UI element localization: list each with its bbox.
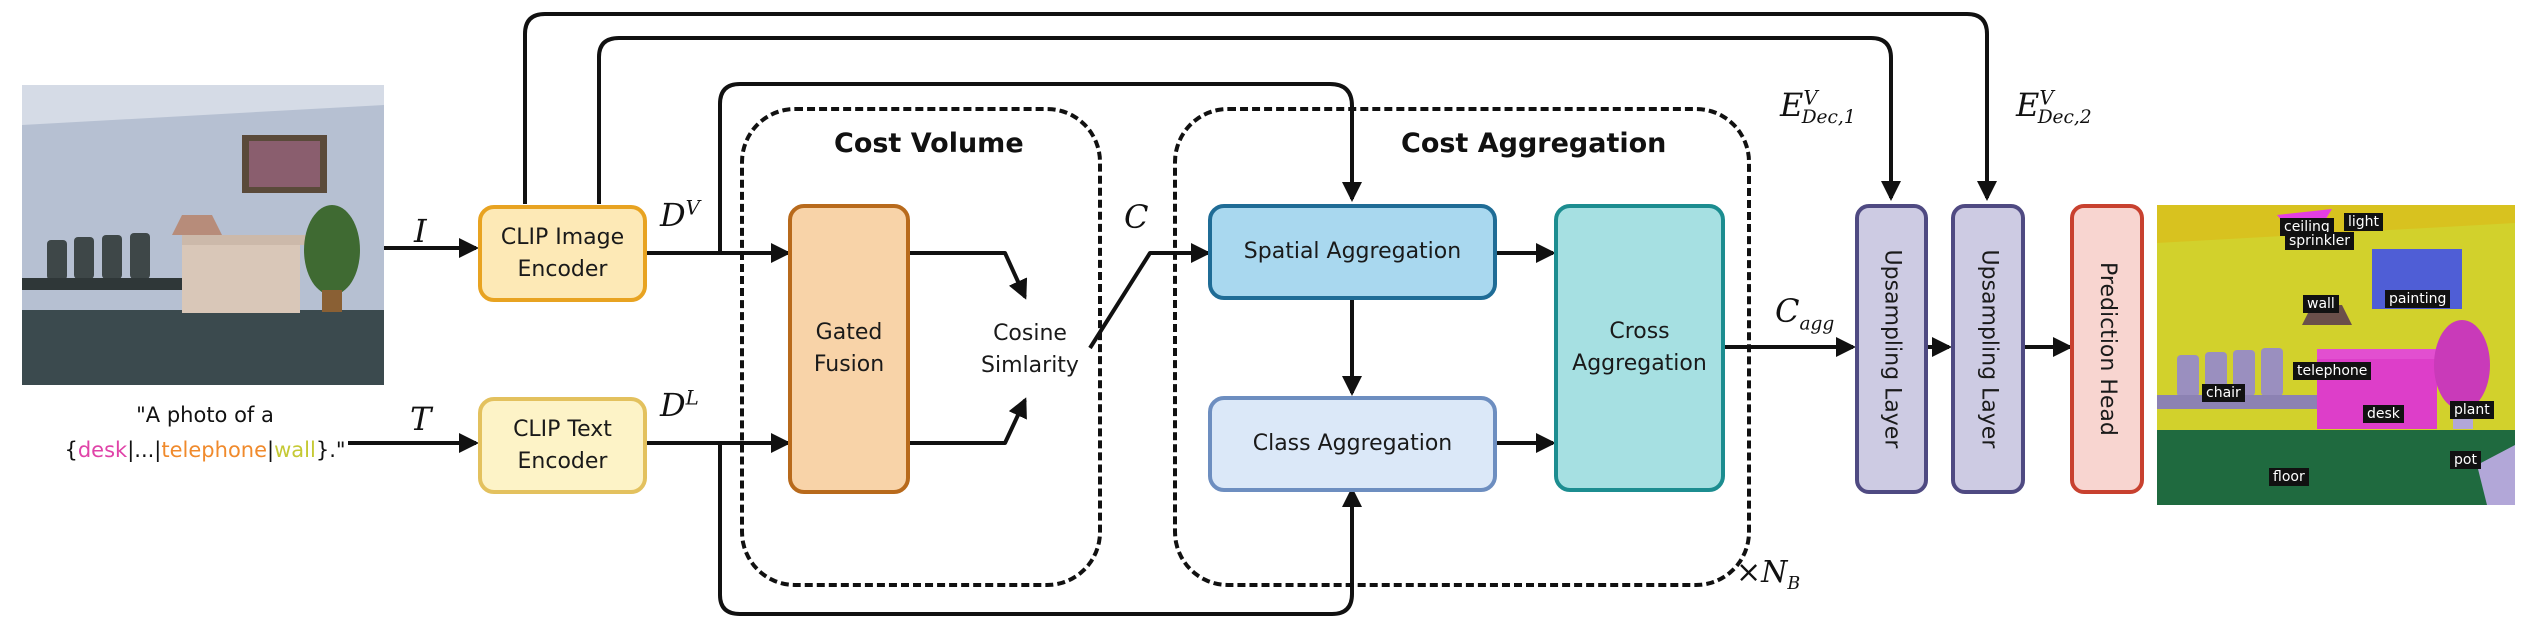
arrow-dv-to-spatial [718,82,1362,253]
cost-aggregation-title: Cost Aggregation [1401,128,1667,159]
cross-aggregation-box: Cross Aggregation [1554,204,1725,492]
arrow-fusion-to-cosine-bottom [910,397,1027,445]
cosine-similarity: Cosine Simlarity [970,310,1090,390]
seg-label-desk: desk [2363,405,2404,423]
gated-fusion-label: Gated Fusion [813,320,885,377]
segmentation-output: ceiling sprinkler light wall painting ch… [2157,205,2515,505]
seg-label-light: light [2344,213,2384,231]
gated-fusion-box: Gated Fusion [788,204,910,494]
spatial-aggregation-label: Spatial Aggregation [1243,239,1462,265]
arrow-skip-dec1 [597,36,1901,204]
clip-image-encoder-box: CLIP Image Encoder [478,205,647,302]
upsampling-layer-2-box: Upsampling Layer [1951,204,2025,494]
text-prompt: "A photo of a {desk|...|telephone|wall}.… [30,398,380,467]
class-aggregation-label: Class Aggregation [1252,431,1453,457]
upsampling-layer-1-box: Upsampling Layer [1855,204,1928,494]
input-photo [22,85,384,385]
seg-label-sprinkler: sprinkler [2285,232,2355,250]
seg-label-pot: pot [2450,451,2481,469]
seg-label-wall: wall [2303,295,2339,313]
arrow-cost-to-spatial [1088,243,1211,350]
cosine-similarity-label: Cosine Simlarity [981,321,1079,378]
symbol-image-input: I [414,212,427,250]
arrow-skip-dec2 [523,12,1997,204]
class-aggregation-box: Class Aggregation [1208,396,1497,492]
upsampling-layer-2-label: Upsampling Layer [1975,249,2001,449]
seg-label-floor: floor [2269,468,2309,486]
prompt-line-2: {desk|...|telephone|wall}." [30,433,380,468]
symbol-text-feature: DL [660,386,699,424]
seg-label-chair: chair [2202,384,2245,402]
symbol-visual-feature: DV [660,196,700,234]
keyword-telephone: telephone [161,437,268,462]
symbol-aggregated-cost: Cagg [1775,292,1835,335]
prompt-close: }." [315,437,346,462]
cost-aggregation-group [1173,107,1751,587]
clip-text-encoder-box: CLIP Text Encoder [478,397,647,494]
symbol-repeat-count: ×NB [1736,555,1801,594]
seg-label-plant: plant [2450,401,2494,419]
symbol-decoder-embedding-2: EVDec,2 [2016,86,2092,129]
symbol-decoder-embedding-1: EVDec,1 [1780,86,1856,129]
keyword-wall: wall [274,437,316,462]
arrow-fusion-to-cosine-top [910,251,1028,300]
cross-aggregation-label: Cross Aggregation [1572,319,1707,376]
seg-label-ceiling: ceiling [2280,218,2334,236]
cost-volume-group [740,107,1102,587]
prompt-separator: |...| [127,437,162,462]
upsampling-layer-1-label: Upsampling Layer [1879,249,1905,449]
clip-text-encoder-label: CLIP Text Encoder [513,416,612,474]
cost-volume-title: Cost Volume [834,128,1024,159]
arrow-dl-to-class [718,443,1362,616]
spatial-aggregation-box: Spatial Aggregation [1208,204,1497,300]
symbol-cost: C [1124,198,1149,236]
prompt-line-1: "A photo of a [136,403,274,427]
prediction-head-box: Prediction Head [2070,204,2144,494]
seg-label-telephone: telephone [2293,362,2372,380]
symbol-text-input: T [410,400,432,438]
prediction-head-label: Prediction Head [2094,262,2120,436]
prompt-separator: | [267,437,275,462]
seg-label-painting: painting [2385,290,2451,308]
clip-image-encoder-label: CLIP Image Encoder [500,224,625,282]
keyword-desk: desk [77,437,128,462]
prompt-brace: { [64,437,78,462]
